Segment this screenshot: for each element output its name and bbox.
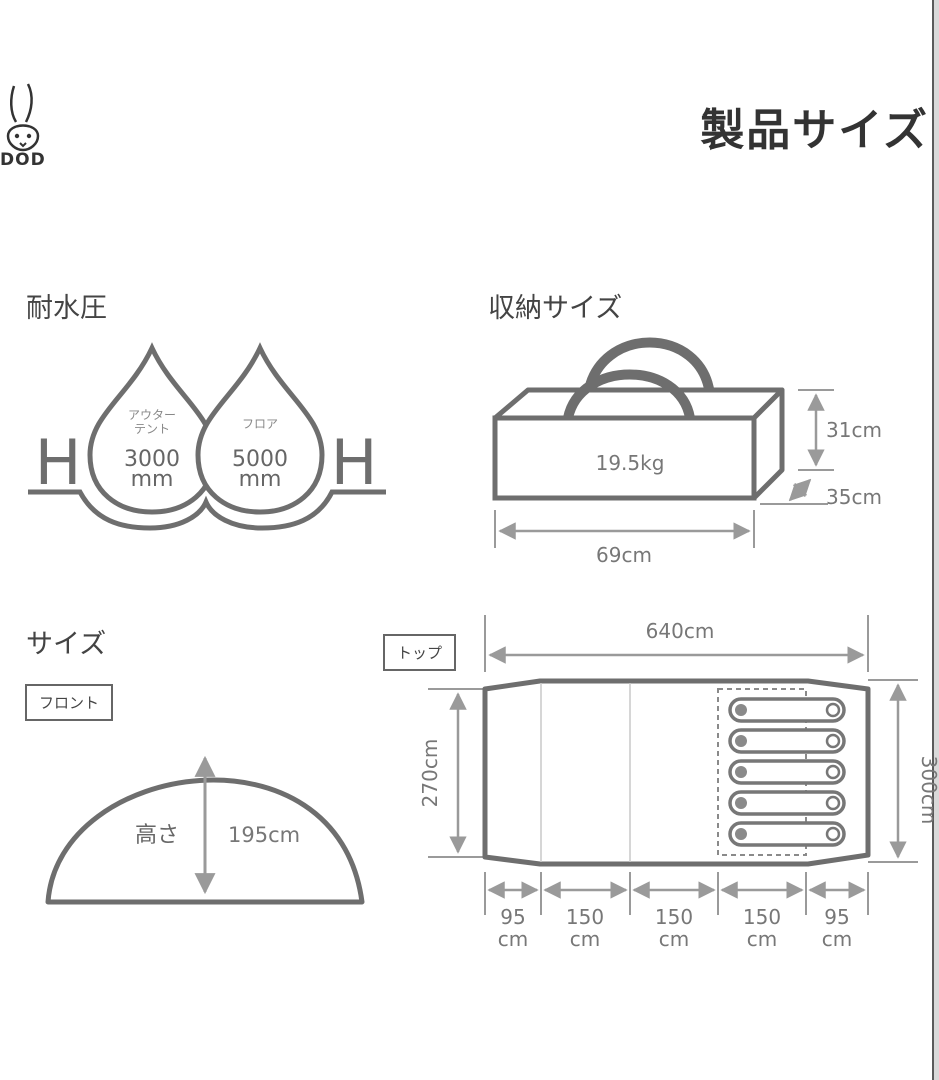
front-height-label: 高さ (135, 823, 179, 848)
top-view-tag: トップ (383, 634, 457, 671)
segment-4-unit: cm (747, 927, 777, 951)
bag-width: 69cm (596, 543, 652, 567)
front-height-value: 195cm (228, 823, 300, 847)
segment-2-unit: cm (570, 927, 600, 951)
floor-label: フロア (242, 417, 278, 431)
segment-1-unit: cm (498, 927, 528, 951)
outer-tent-label-2: テント (134, 422, 170, 436)
top-total-length: 640cm (646, 619, 715, 643)
rabbit-logo-icon (6, 83, 40, 152)
top-view-diagram: 640cm 270cm 300cm (418, 615, 939, 951)
sleeping-bags (728, 697, 846, 847)
floor-value: 5000 (232, 447, 288, 472)
bag-depth: 35cm (826, 485, 882, 509)
right-edge-line (932, 0, 934, 1080)
segment-3-value: 150 (655, 905, 693, 929)
segment-4-value: 150 (743, 905, 781, 929)
top-outer-width: 300cm (917, 756, 939, 825)
water-h-left: H (35, 426, 82, 499)
brand-logo-text: DOD (0, 150, 46, 170)
floor-unit: mm (239, 467, 282, 492)
storage-bag-diagram: 19.5kg 31cm 35cm 69cm (492, 337, 882, 567)
bag-handle-back (583, 337, 715, 396)
right-edge-shade (934, 0, 939, 1080)
bag-height: 31cm (826, 418, 882, 442)
storage-size-title: 収納サイズ (488, 293, 623, 324)
outer-tent-drop (87, 342, 217, 515)
size-title: サイズ (26, 629, 107, 660)
outer-tent-unit: mm (131, 467, 174, 492)
water-pressure-title: 耐水圧 (26, 293, 107, 324)
page-title: 製品サイズ (700, 105, 929, 156)
water-bowl-outline (28, 489, 386, 531)
top-inner-width: 270cm (418, 739, 442, 808)
segment-5-value: 95 (824, 905, 849, 929)
floor-drop (195, 342, 325, 515)
outer-tent-label-1: アウター (128, 408, 176, 422)
segment-3-unit: cm (659, 927, 689, 951)
water-pressure-diagram: H H アウター テント 3000 mm フロア 5000 mm (28, 342, 386, 531)
front-view-tag: フロント (25, 684, 114, 721)
bag-weight: 19.5kg (596, 451, 665, 475)
segment-1-value: 95 (500, 905, 525, 929)
water-h-right: H (331, 426, 378, 499)
segment-2-value: 150 (566, 905, 604, 929)
outer-tent-value: 3000 (124, 447, 180, 472)
bag-top-face (492, 387, 785, 421)
front-view-diagram: 高さ 195cm (45, 755, 365, 905)
bag-handle-front (563, 369, 695, 420)
bag-front-face (492, 415, 757, 501)
segment-5-unit: cm (822, 927, 852, 951)
tent-top-outline (482, 678, 871, 867)
